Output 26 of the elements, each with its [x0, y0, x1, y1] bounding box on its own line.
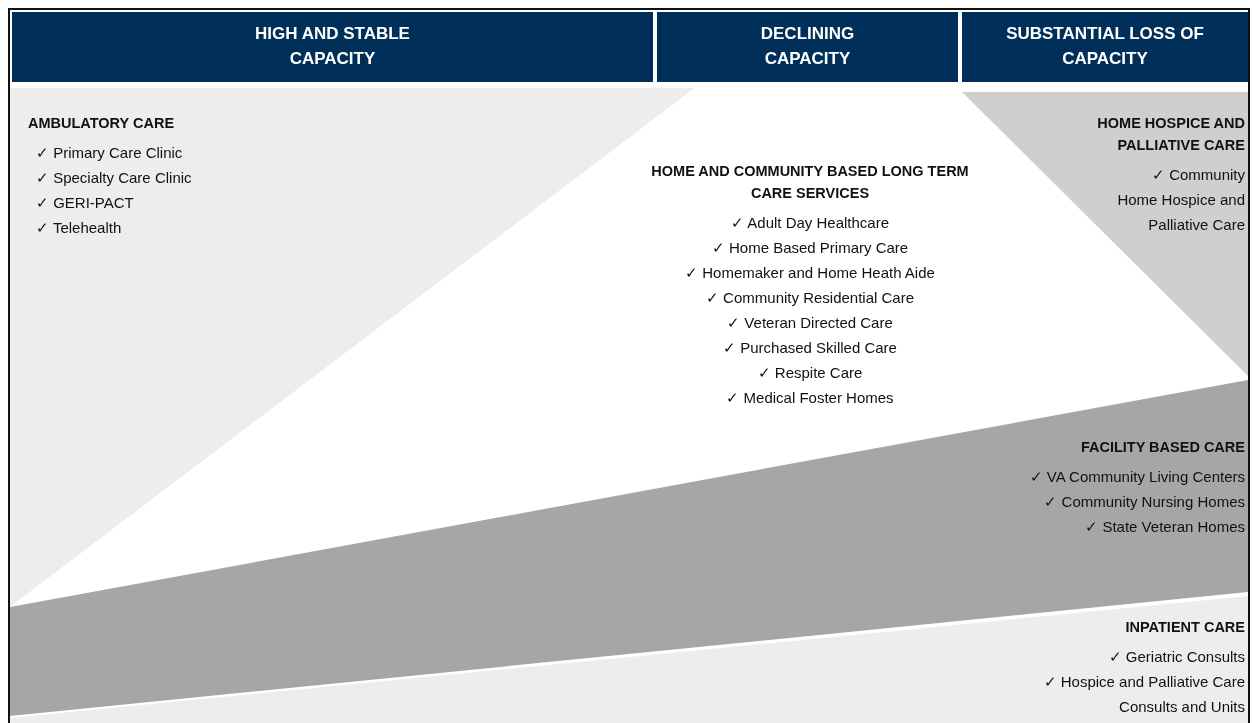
- section-heading: HOME AND COMMUNITY BASED LONG TERM CARE SERVICES: [650, 162, 970, 203]
- checklist-item: ✓ GERI-PACT: [35, 193, 134, 213]
- checklist-item: ✓ Community Home Hospice and Palliative Care: [1116, 165, 1245, 235]
- checklist-item: ✓ Telehealth: [35, 218, 122, 238]
- checklist-item: ✓ Home Based Primary Care: [711, 238, 909, 258]
- checklist-item: ✓ Primary Care Clinic: [35, 143, 183, 163]
- checklist-item: ✓ Hospice and Palliative Care Consults and Units: [1042, 672, 1245, 717]
- checklist-item: ✓ Homemaker and Home Heath Aide: [685, 263, 935, 283]
- checklist-item: ✓ Community Nursing Homes: [1044, 492, 1245, 512]
- column-header: SUBSTANTIAL LOSS OF CAPACITY: [962, 12, 1248, 82]
- checklist-item: ✓ State Veteran Homes: [1085, 517, 1245, 537]
- column-header: DECLINING CAPACITY: [657, 12, 958, 82]
- section-heading: AMBULATORY CARE: [28, 114, 175, 133]
- checklist-item: ✓ Veteran Directed Care: [727, 313, 893, 333]
- section-heading: FACILITY BASED CARE: [1080, 438, 1245, 457]
- checklist-item: ✓ VA Community Living Centers: [1029, 467, 1245, 487]
- checklist-item: ✓ Geriatric Consults: [1108, 647, 1245, 667]
- checklist-item: ✓ Community Residential Care: [705, 288, 915, 308]
- section-heading: HOME HOSPICE AND PALLIATIVE CARE: [1096, 114, 1245, 155]
- checklist-item: ✓ Medical Foster Homes: [726, 388, 894, 408]
- section-heading: INPATIENT CARE: [1125, 618, 1245, 637]
- column-header: HIGH AND STABLE CAPACITY: [12, 12, 653, 82]
- checklist-item: ✓ Adult Day Healthcare: [730, 213, 890, 233]
- checklist-item: ✓ Respite Care: [757, 363, 863, 383]
- checklist-item: ✓ Purchased Skilled Care: [723, 338, 897, 358]
- checklist-item: ✓ Specialty Care Clinic: [35, 168, 192, 188]
